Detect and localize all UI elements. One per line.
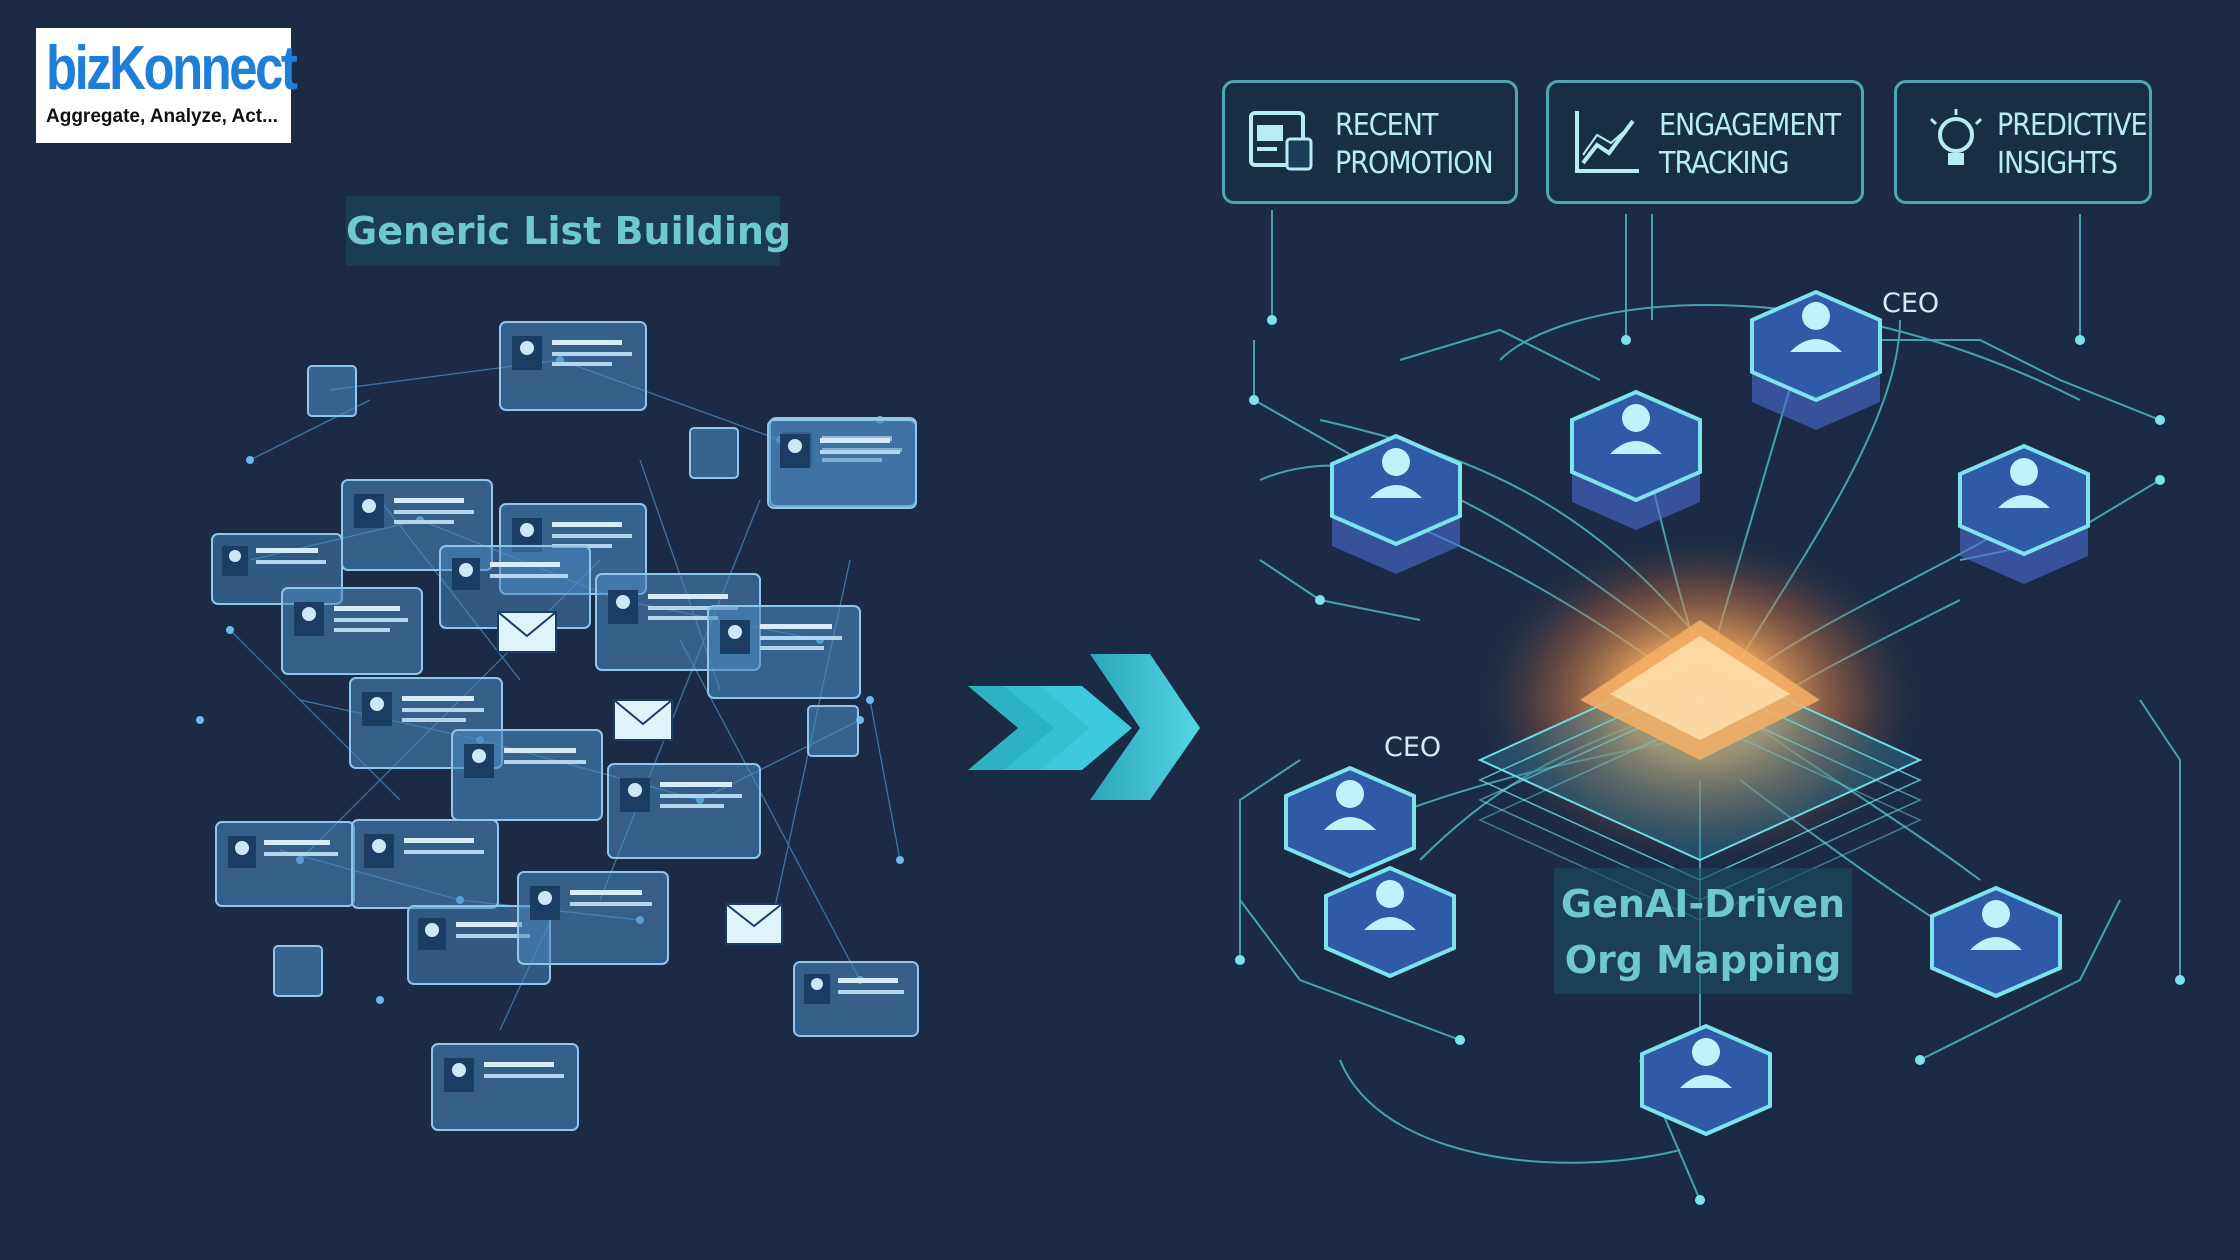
feature-label: PREDICTIVE INSIGHTS: [1997, 107, 2148, 183]
profile-card: [707, 605, 861, 699]
profile-card: [607, 763, 761, 859]
person-node: [1330, 433, 1462, 574]
profile-card: [351, 819, 499, 909]
mail-icon: [725, 903, 783, 945]
mail-icon: [497, 611, 557, 653]
profile-card: [767, 419, 917, 509]
profile-card: [499, 321, 647, 411]
feature-predictive-insights: PREDICTIVE INSIGHTS: [1894, 80, 2152, 204]
profile-card: [451, 729, 603, 821]
profile-card: [281, 587, 423, 675]
profile-card: [211, 533, 343, 605]
profile-card: [793, 961, 919, 1037]
person-node: [1324, 865, 1456, 979]
org-nodes: [1284, 289, 2090, 1137]
logo-brand: bizKonnect: [46, 34, 298, 103]
transition-arrow-icon: [968, 654, 1200, 800]
calendar-card-icon: [1249, 111, 1313, 171]
feature-engagement-tracking: ENGAGEMENT TRACKING: [1546, 80, 1864, 204]
ceo-label-top: CEO: [1882, 288, 1940, 319]
feature-label-line1: PREDICTIVE: [1997, 108, 2148, 143]
person-node-ceo-top: [1750, 289, 1882, 430]
profile-chip: [307, 365, 357, 417]
person-node: [1570, 389, 1702, 530]
feature-label-line2: PROMOTION: [1335, 146, 1494, 181]
right-title-line1: GenAI-Driven: [1560, 882, 1846, 926]
person-node: [1958, 443, 2090, 584]
left-panel-title: Generic List Building: [346, 196, 791, 266]
right-panel-title: GenAI-Driven Org Mapping: [1554, 868, 1852, 994]
profile-chip: [273, 945, 323, 997]
feature-label-line2: INSIGHTS: [1997, 146, 2118, 181]
circuit-dots: [1235, 315, 2185, 1205]
right-title-line2: Org Mapping: [1564, 938, 1842, 982]
profile-cards: [211, 321, 919, 1131]
person-node: [1640, 1023, 1772, 1137]
profile-card: [431, 1043, 579, 1131]
profile-card: [215, 821, 355, 907]
person-node-ceo-left: [1284, 765, 1416, 879]
feature-recent-promotion: RECENT PROMOTION: [1222, 80, 1518, 204]
feature-label-line2: TRACKING: [1659, 146, 1790, 181]
feature-label: RECENT PROMOTION: [1335, 107, 1494, 183]
ai-core: [1470, 530, 1930, 921]
profile-chip: [689, 427, 739, 479]
feature-label-line1: RECENT: [1335, 108, 1438, 143]
lightbulb-icon: [1929, 109, 1983, 165]
person-node: [1930, 885, 2062, 999]
feature-label-line1: ENGAGEMENT: [1659, 108, 1841, 143]
profile-card: [439, 545, 591, 629]
profile-chip: [807, 705, 859, 757]
ceo-label-left: CEO: [1384, 732, 1442, 763]
line-chart-icon: [1575, 111, 1639, 173]
bizkonnect-logo: bizKonnect Aggregate, Analyze, Act...: [36, 28, 298, 143]
feature-label: ENGAGEMENT TRACKING: [1659, 107, 1841, 183]
logo-tagline: Aggregate, Analyze, Act...: [46, 106, 278, 127]
mail-icon: [613, 699, 673, 741]
profile-card: [517, 871, 669, 965]
